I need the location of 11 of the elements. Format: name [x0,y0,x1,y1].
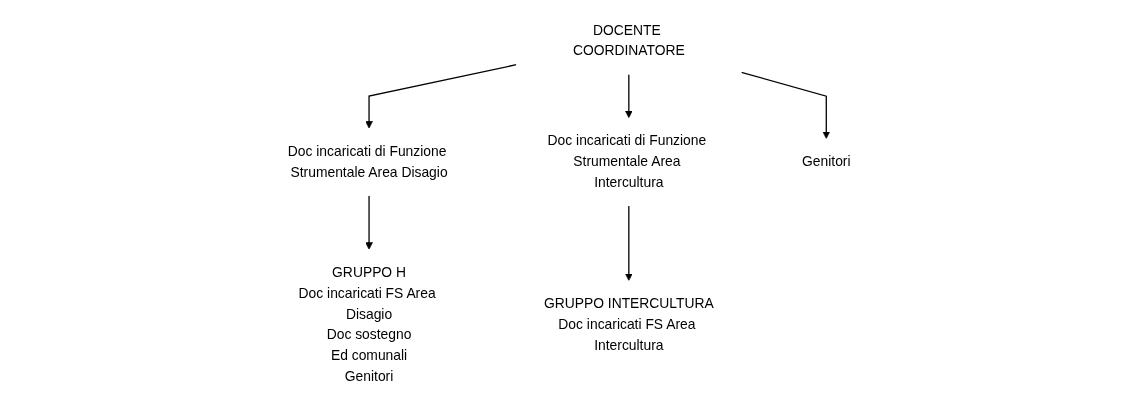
node-text: Doc incaricati di Funzione Strumentale Area Disagio [287,143,448,180]
arrow [365,64,517,129]
node-text: Genitori [802,154,851,169]
arrow [625,205,633,281]
arrow [625,73,633,119]
node-text: DOCENTE COORDINATORE [572,22,685,59]
arrow [365,195,373,250]
node-text: Doc incaricati di Funzione Strumentale Area Intercultura [547,133,707,190]
node-text: GRUPPO H Doc incaricati FS Area Disagio Doc sostegno Ed comunali Genitori [298,264,436,384]
node-text: GRUPPO INTERCULTURA Doc incaricati FS Area Intercultura [543,296,714,353]
arrow [740,71,831,139]
